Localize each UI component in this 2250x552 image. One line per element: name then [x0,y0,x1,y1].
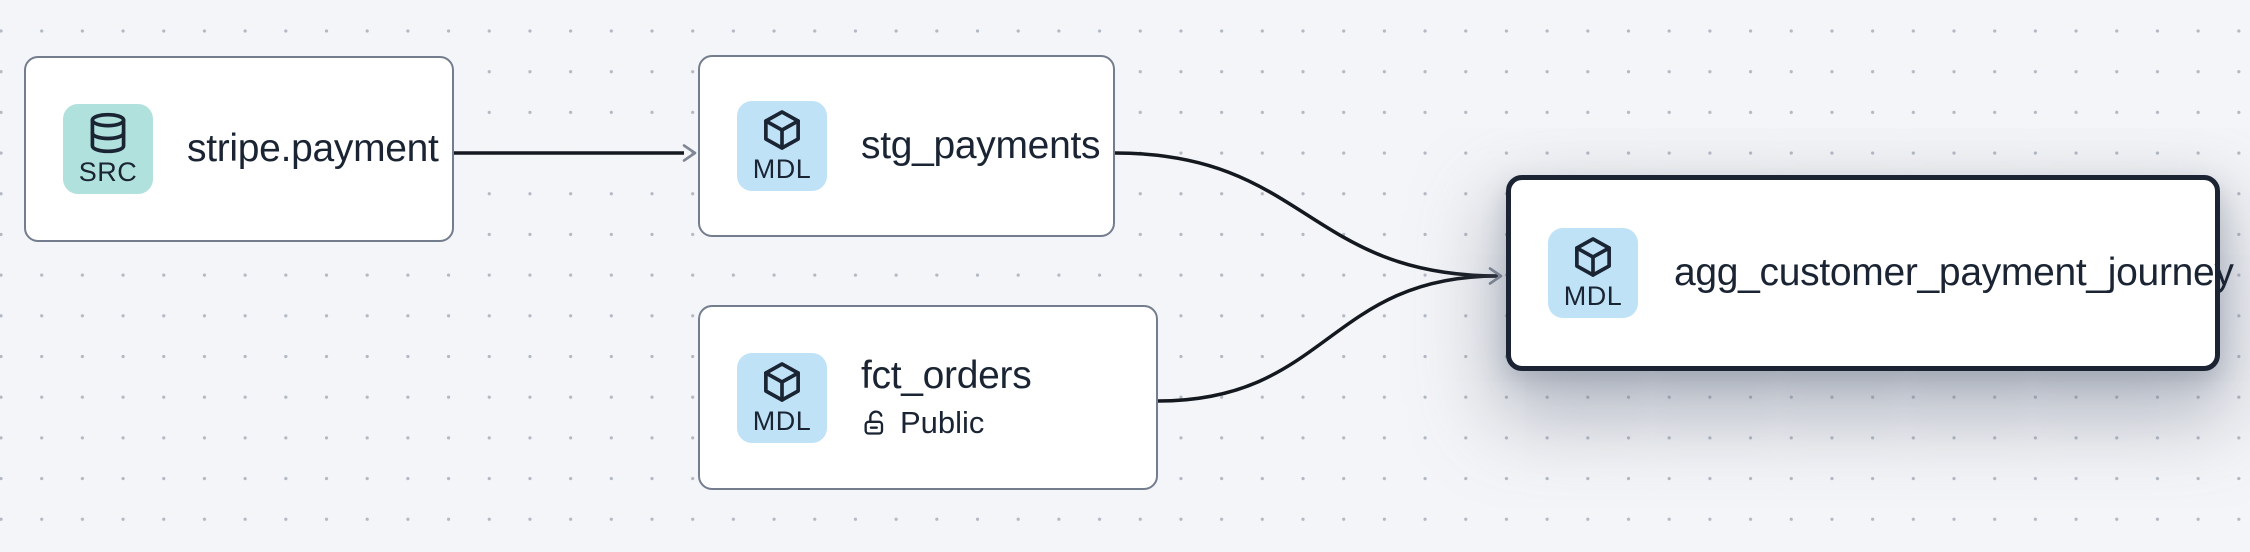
lock-open-icon [864,410,884,435]
node-title: agg_customer_payment_journey [1674,251,2234,294]
node-type-badge: MDL [737,352,827,443]
node-type-label: MDL [752,154,812,185]
node-type-badge: MDL [1548,228,1638,318]
database-icon [90,113,126,154]
access-row: Public [861,405,1031,441]
node-stg-payments[interactable]: MDL stg_payments [698,55,1115,237]
node-type-badge: SRC [63,104,153,194]
cube-icon [764,362,800,402]
node-title: stg_payments [861,124,1101,167]
arrowhead-icon [1488,267,1503,285]
node-title: fct_orders [861,354,1032,397]
edge-stg-payments-to-agg-customer-payment-journey [1114,151,1499,278]
cube-icon [1575,237,1611,278]
arrowhead-icon [682,144,697,162]
node-title: stripe.payment [187,127,439,170]
node-type-label: SRC [78,157,138,188]
access-label: Public [900,405,985,440]
node-type-label: MDL [1563,281,1623,312]
edge-fct-orders-to-agg-customer-payment-journey [1157,274,1499,403]
node-type-badge: MDL [737,101,827,191]
node-stripe-payment[interactable]: SRC stripe.payment [24,56,454,242]
node-agg-customer-payment-journey[interactable]: MDL agg_customer_payment_journey [1506,175,2234,371]
node-fct-orders[interactable]: MDL fct_orders Public [698,305,1158,490]
node-text-block: fct_orders Public [861,354,1032,441]
cube-icon [764,110,800,151]
node-type-label: MDL [752,405,812,436]
